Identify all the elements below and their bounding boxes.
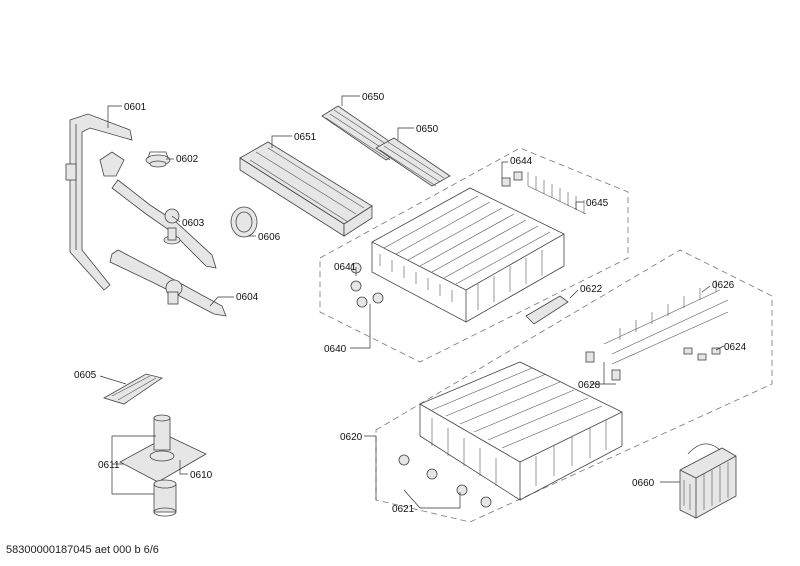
label-0645: 0645 bbox=[586, 198, 609, 209]
fold-down-rack-part bbox=[527, 172, 587, 215]
lower-clips-part bbox=[585, 351, 621, 381]
label-0644: 0644 bbox=[510, 156, 533, 167]
label-0626: 0626 bbox=[712, 280, 735, 291]
label-0602: 0602 bbox=[176, 154, 199, 165]
label-0610: 0610 bbox=[190, 470, 213, 481]
clips-part bbox=[501, 171, 523, 187]
connector-part bbox=[145, 151, 171, 168]
upper-spray-arm-part bbox=[111, 179, 217, 269]
label-0604: 0604 bbox=[236, 292, 259, 303]
cutlery-basket-part bbox=[679, 443, 737, 519]
micro-filter-part bbox=[153, 479, 177, 517]
filter-disc-part bbox=[230, 206, 258, 238]
lower-basket-part bbox=[419, 361, 623, 501]
label-0621: 0621 bbox=[392, 504, 415, 515]
label-0641: 0641 bbox=[334, 262, 357, 273]
filter-assembly-part bbox=[119, 414, 207, 483]
leader-lines bbox=[99, 95, 725, 509]
upper-basket-part bbox=[371, 187, 565, 323]
label-0606: 0606 bbox=[258, 232, 281, 243]
label-0603: 0603 bbox=[182, 218, 205, 229]
label-0628: 0628 bbox=[578, 380, 601, 391]
lower-spray-arm-part bbox=[109, 249, 227, 317]
label-0611: 0611 bbox=[98, 460, 120, 471]
label-0605: 0605 bbox=[74, 370, 97, 381]
handle-part bbox=[525, 295, 569, 325]
label-0622: 0622 bbox=[580, 284, 603, 295]
label-0624: 0624 bbox=[724, 342, 747, 353]
label-0620: 0620 bbox=[340, 432, 363, 443]
upper-basket-group-outline bbox=[319, 147, 629, 363]
label-0601: 0601 bbox=[124, 102, 147, 113]
label-0660: 0660 bbox=[632, 478, 655, 489]
label-0650-top: 0650 bbox=[362, 92, 385, 103]
label-0650-second: 0650 bbox=[416, 124, 439, 135]
supply-pipe-part bbox=[65, 113, 133, 291]
small-clips-part bbox=[683, 347, 721, 361]
strainer-part bbox=[102, 373, 163, 405]
tine-rack-part bbox=[603, 280, 729, 365]
upper-wheels-part bbox=[350, 262, 384, 308]
label-0651: 0651 bbox=[294, 132, 317, 143]
cutlery-tray-part bbox=[239, 141, 373, 237]
document-footer: 58300000187045 aet 000 b 6/6 bbox=[6, 544, 159, 556]
lower-wheels-part bbox=[398, 454, 492, 508]
label-0640: 0640 bbox=[324, 344, 347, 355]
rack-insert-part-2 bbox=[375, 137, 451, 187]
